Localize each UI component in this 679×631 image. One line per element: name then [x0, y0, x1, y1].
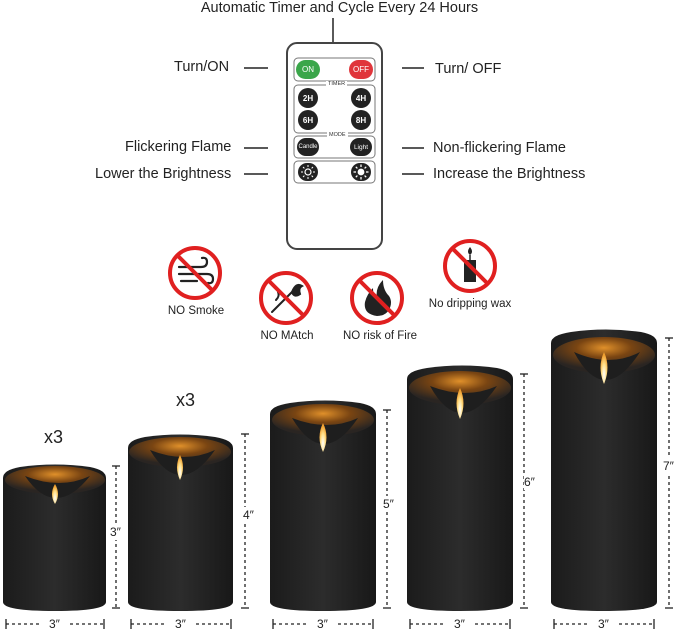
quantity-label: x3	[44, 427, 64, 447]
increase-brightness-label: Increase the Brightness	[433, 166, 586, 182]
off-button[interactable]: OFF	[349, 60, 373, 79]
brightness-up-icon	[353, 164, 369, 180]
candle-5in	[270, 400, 376, 611]
no-dripping-wax-label: No dripping wax	[428, 298, 512, 310]
timer-8h-button[interactable]: 8H	[351, 110, 371, 130]
timer-label: TIMER	[326, 81, 348, 87]
no-dripping-wax-icon	[443, 239, 497, 293]
height-label-6in: 6″	[524, 474, 535, 490]
height-label-5in: 5″	[383, 496, 394, 512]
no-match-label: NO MAtch	[260, 330, 314, 342]
width-label: 3″	[454, 617, 465, 631]
width-label: 3″	[49, 617, 60, 631]
height-label-7in: 7″	[663, 458, 674, 474]
flickering-flame-label: Flickering Flame	[125, 139, 232, 155]
width-label: 3″	[317, 617, 328, 631]
brightness-down-icon	[301, 165, 315, 179]
candle-6in	[407, 365, 513, 611]
off-button-label: OFF	[353, 65, 369, 74]
timer-4h-label: 4H	[355, 93, 367, 103]
no-fire-label: NO risk of Fire	[342, 330, 418, 342]
lower-brightness-label: Lower the Brightness	[95, 166, 232, 182]
candle-3in	[3, 464, 106, 611]
width-label: 3″	[598, 617, 609, 631]
no-match-icon	[259, 271, 313, 325]
height-label-4in: 4″	[243, 507, 254, 523]
timer-4h-button[interactable]: 4H	[351, 88, 371, 108]
timer-2h-label: 2H	[302, 93, 314, 103]
candle-7in	[551, 329, 657, 611]
on-button-label: ON	[302, 65, 314, 74]
height-label-3in: 3″	[110, 524, 121, 540]
width-label: 3″	[175, 617, 186, 631]
candle-mode-label: Candle	[298, 144, 318, 150]
mode-label: MODE	[327, 132, 348, 138]
page-title: Automatic Timer and Cycle Every 24 Hours	[200, 0, 479, 16]
on-button[interactable]: ON	[296, 60, 320, 79]
timer-6h-label: 6H	[302, 115, 314, 125]
brightness-down-button[interactable]	[298, 163, 318, 181]
timer-2h-button[interactable]: 2H	[298, 88, 318, 108]
candle-mode-button[interactable]: Candle	[297, 138, 319, 156]
non-flickering-flame-label: Non-flickering Flame	[433, 140, 566, 156]
turn-off-label: Turn/ OFF	[435, 61, 502, 77]
no-smoke-label: NO Smoke	[167, 305, 225, 317]
candle-4in	[128, 434, 233, 611]
timer-8h-label: 8H	[355, 115, 367, 125]
no-fire-icon	[350, 271, 404, 325]
light-mode-label: Light	[353, 143, 369, 151]
light-mode-button[interactable]: Light	[350, 138, 372, 156]
quantity-label: x3	[176, 390, 196, 410]
brightness-up-button[interactable]	[351, 163, 371, 181]
turn-on-label: Turn/ON	[174, 59, 230, 75]
no-smoke-icon	[168, 246, 222, 300]
timer-6h-button[interactable]: 6H	[298, 110, 318, 130]
